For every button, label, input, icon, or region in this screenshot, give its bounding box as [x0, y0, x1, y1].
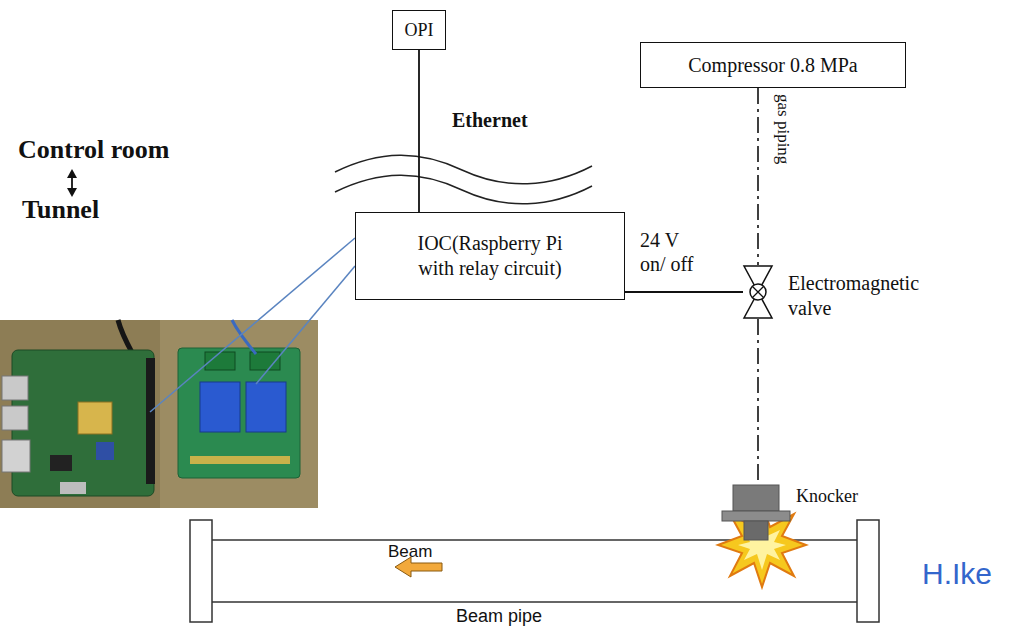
chip	[50, 455, 72, 471]
knocker-flange	[722, 511, 790, 521]
author-label: H.Ike	[922, 556, 992, 592]
wire	[418, 50, 420, 212]
knocker-symbol	[722, 485, 790, 540]
hdmi-port	[60, 482, 86, 494]
relay-board	[178, 348, 300, 478]
box-label: OPI	[404, 19, 433, 42]
double-arrow	[67, 169, 77, 197]
usb-port	[2, 406, 28, 430]
part-label: Beam pipe	[456, 606, 542, 628]
gpio-header	[146, 358, 155, 484]
wave-gap	[335, 155, 592, 204]
usb-port	[2, 376, 28, 400]
valve-coil	[750, 284, 766, 300]
pipe-wall	[212, 601, 857, 603]
part-label: Electromagnetic valve	[788, 271, 938, 321]
connection-label: Ethernet	[452, 108, 528, 132]
piping-label: gas piping	[773, 94, 793, 164]
relay	[200, 382, 240, 432]
pipe-flange	[190, 520, 212, 622]
electromagnetic-valve: Electromagnetic valve	[743, 265, 773, 319]
wave-line	[335, 175, 592, 204]
compressor-box: Compressor 0.8 MPa	[640, 42, 906, 88]
relay	[246, 382, 286, 432]
photo-background	[0, 320, 318, 508]
raspberry-pi-photo	[0, 320, 318, 508]
area-label: Control room	[18, 134, 169, 165]
valve-cross	[753, 287, 764, 298]
signal-label: 24 V on/ off	[640, 228, 702, 276]
gas-pipe	[757, 88, 759, 265]
knocker: Knocker	[722, 485, 790, 540]
area-label: Tunnel	[22, 194, 99, 225]
heatsink	[96, 442, 114, 460]
knocker-stem	[744, 521, 768, 540]
pipe-flange	[857, 520, 879, 622]
photo-background	[160, 320, 318, 508]
box-label: Compressor 0.8 MPa	[688, 53, 857, 78]
opi-box: OPI	[392, 10, 446, 50]
pin-header	[190, 456, 290, 464]
valve-symbol	[743, 265, 773, 319]
arrow-head	[67, 169, 77, 178]
knocker-body	[733, 485, 779, 511]
soc-chip	[78, 402, 112, 434]
leader-line	[150, 238, 355, 412]
ethernet-port	[2, 440, 30, 472]
box-label: IOC(Raspberry Pi with relay circuit)	[398, 231, 583, 281]
leader-line	[256, 266, 355, 384]
impact-burst	[718, 503, 806, 587]
arrow-shaft	[71, 176, 73, 190]
separation-wave	[335, 155, 592, 204]
impact-core	[738, 520, 786, 570]
part-label: Knocker	[796, 485, 896, 508]
pi-board	[12, 350, 154, 496]
wave-line	[335, 155, 592, 184]
wire	[625, 291, 743, 293]
gas-pipe	[757, 319, 759, 485]
beam-label: Beam	[388, 542, 432, 562]
ioc-box: IOC(Raspberry Pi with relay circuit)	[355, 212, 625, 300]
